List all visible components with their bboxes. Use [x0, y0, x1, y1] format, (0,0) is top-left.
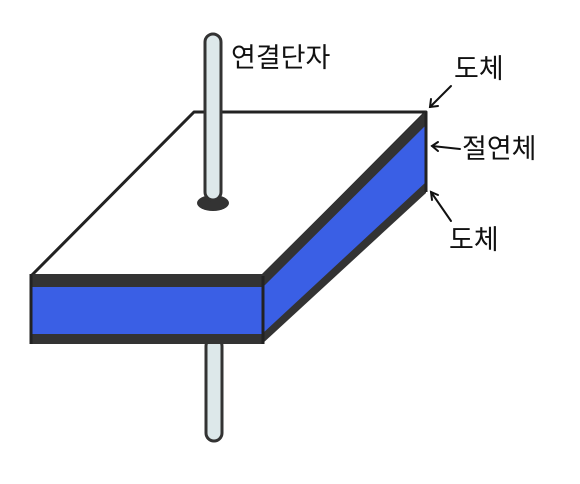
bottom-conductor-front — [31, 334, 263, 344]
bottom-terminal — [204, 336, 224, 443]
bottom-conductor-side — [262, 182, 426, 344]
terminal-label: 연결단자 — [231, 43, 331, 74]
arrow-conductor-bottom — [430, 191, 452, 222]
top-conductor-front — [31, 274, 263, 287]
insulator-side-face — [263, 121, 426, 336]
top-terminal — [203, 32, 223, 202]
conductor-bottom-label: 도체 — [449, 225, 499, 256]
top-conductor-side — [262, 111, 426, 288]
insulator-front-face — [31, 282, 263, 336]
pointer-arrows — [428, 85, 461, 222]
arrow-insulator — [431, 145, 461, 150]
arrow-conductor-top — [429, 85, 452, 108]
insulator-label: 절연체 — [462, 134, 537, 165]
conductor-top-label: 도체 — [454, 54, 504, 85]
terminal-base — [197, 195, 229, 211]
